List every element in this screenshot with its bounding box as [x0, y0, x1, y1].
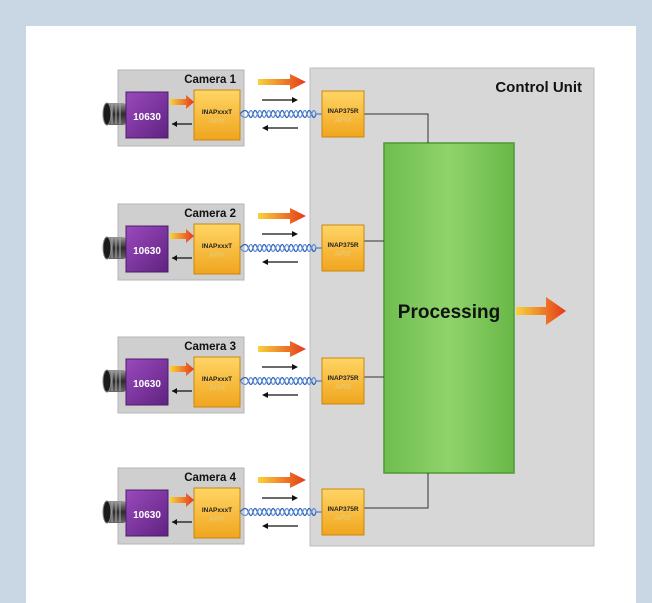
deserializer-label: INAP375R	[327, 108, 358, 115]
sensor-chip	[125, 225, 169, 273]
back-channel-arrowhead	[262, 523, 268, 529]
camera-title: Camera 4	[184, 472, 236, 484]
forward-channel-arrowhead	[292, 97, 298, 103]
camera-lens-icon	[102, 236, 126, 260]
forward-channel-arrowhead	[292, 231, 298, 237]
apix-logo: APIX	[334, 384, 353, 391]
twisted-pair-wire-b	[239, 243, 322, 253]
serializer-label: INAPxxxT	[202, 376, 232, 383]
serializer-label: INAPxxxT	[202, 243, 232, 250]
sensor-label: 10630	[133, 246, 161, 257]
deserializer-chip	[321, 90, 365, 138]
sensor-label: 10630	[133, 112, 161, 123]
serializer-label: INAPxxxT	[202, 109, 232, 116]
twisted-pair-wire-b	[239, 376, 322, 386]
serializer-chip	[193, 223, 241, 275]
output-arrow	[516, 297, 566, 325]
lens-rim	[102, 500, 112, 524]
video-stream-arrow	[258, 208, 306, 224]
sensor-data-arrow	[170, 229, 194, 243]
bus-wire-4	[364, 473, 429, 509]
apix-logo: APIX	[208, 385, 227, 392]
deserializer-chip	[321, 224, 365, 272]
sensor-chip	[125, 91, 169, 139]
camera-lens-icon	[102, 102, 126, 126]
serializer-chip	[193, 356, 241, 408]
deserializer-label: INAP375R	[327, 506, 358, 513]
twisted-pair-wire-b	[239, 507, 322, 517]
bus-wire-1	[364, 113, 429, 143]
camera-module-1: Camera 1 10630 INAPxxxT APIX INAP375R APIX	[102, 69, 365, 147]
control-arrowhead	[172, 121, 177, 127]
forward-channel-arrowhead	[292, 364, 298, 370]
video-stream-arrow	[258, 74, 306, 90]
control-arrowhead	[172, 388, 177, 394]
serializer-chip	[193, 487, 241, 539]
deserializer-chip	[321, 488, 365, 536]
apix-logo: APIX	[208, 516, 227, 523]
camera-lens-icon	[102, 500, 126, 524]
sensor-data-arrow	[170, 362, 194, 376]
deserializer-label: INAP375R	[327, 375, 358, 382]
sensor-label: 10630	[133, 510, 161, 521]
sensor-chip	[125, 358, 169, 406]
lens-rim	[102, 369, 112, 393]
apix-logo: APIX	[334, 515, 353, 522]
control-arrowhead	[172, 519, 177, 525]
camera-lens-icon	[102, 369, 126, 393]
camera-title: Camera 3	[184, 341, 236, 353]
processing-label: Processing	[398, 302, 500, 323]
lens-rim	[102, 236, 112, 260]
back-channel-arrowhead	[262, 125, 268, 131]
apix-logo: APIX	[208, 252, 227, 259]
sensor-chip	[125, 489, 169, 537]
video-stream-arrow	[258, 341, 306, 357]
sensor-data-arrow	[170, 493, 194, 507]
back-channel-arrowhead	[262, 259, 268, 265]
camera-title: Camera 2	[184, 208, 236, 220]
sensor-label: 10630	[133, 379, 161, 390]
apix-logo: APIX	[208, 118, 227, 125]
apix-logo: APIX	[334, 251, 353, 258]
control-arrowhead	[172, 255, 177, 261]
back-channel-arrowhead	[262, 392, 268, 398]
deserializer-label: INAP375R	[327, 242, 358, 249]
camera-title: Camera 1	[184, 74, 236, 86]
apix-logo: APIX	[334, 117, 353, 124]
lens-rim	[102, 102, 112, 126]
processing-block	[383, 142, 515, 474]
serializer-chip	[193, 89, 241, 141]
camera-module-3: Camera 3 10630 INAPxxxT APIX INAP375R APIX	[102, 336, 365, 414]
serializer-label: INAPxxxT	[202, 507, 232, 514]
camera-module-2: Camera 2 10630 INAPxxxT APIX INAP375R APIX	[102, 203, 365, 281]
video-stream-arrow	[258, 472, 306, 488]
control-unit-title: Control Unit	[495, 79, 582, 96]
camera-module-4: Camera 4 10630 INAPxxxT APIX INAP375R APIX	[102, 467, 365, 545]
twisted-pair-wire-b	[239, 109, 322, 119]
forward-channel-arrowhead	[292, 495, 298, 501]
sensor-data-arrow	[170, 95, 194, 109]
deserializer-chip	[321, 357, 365, 405]
